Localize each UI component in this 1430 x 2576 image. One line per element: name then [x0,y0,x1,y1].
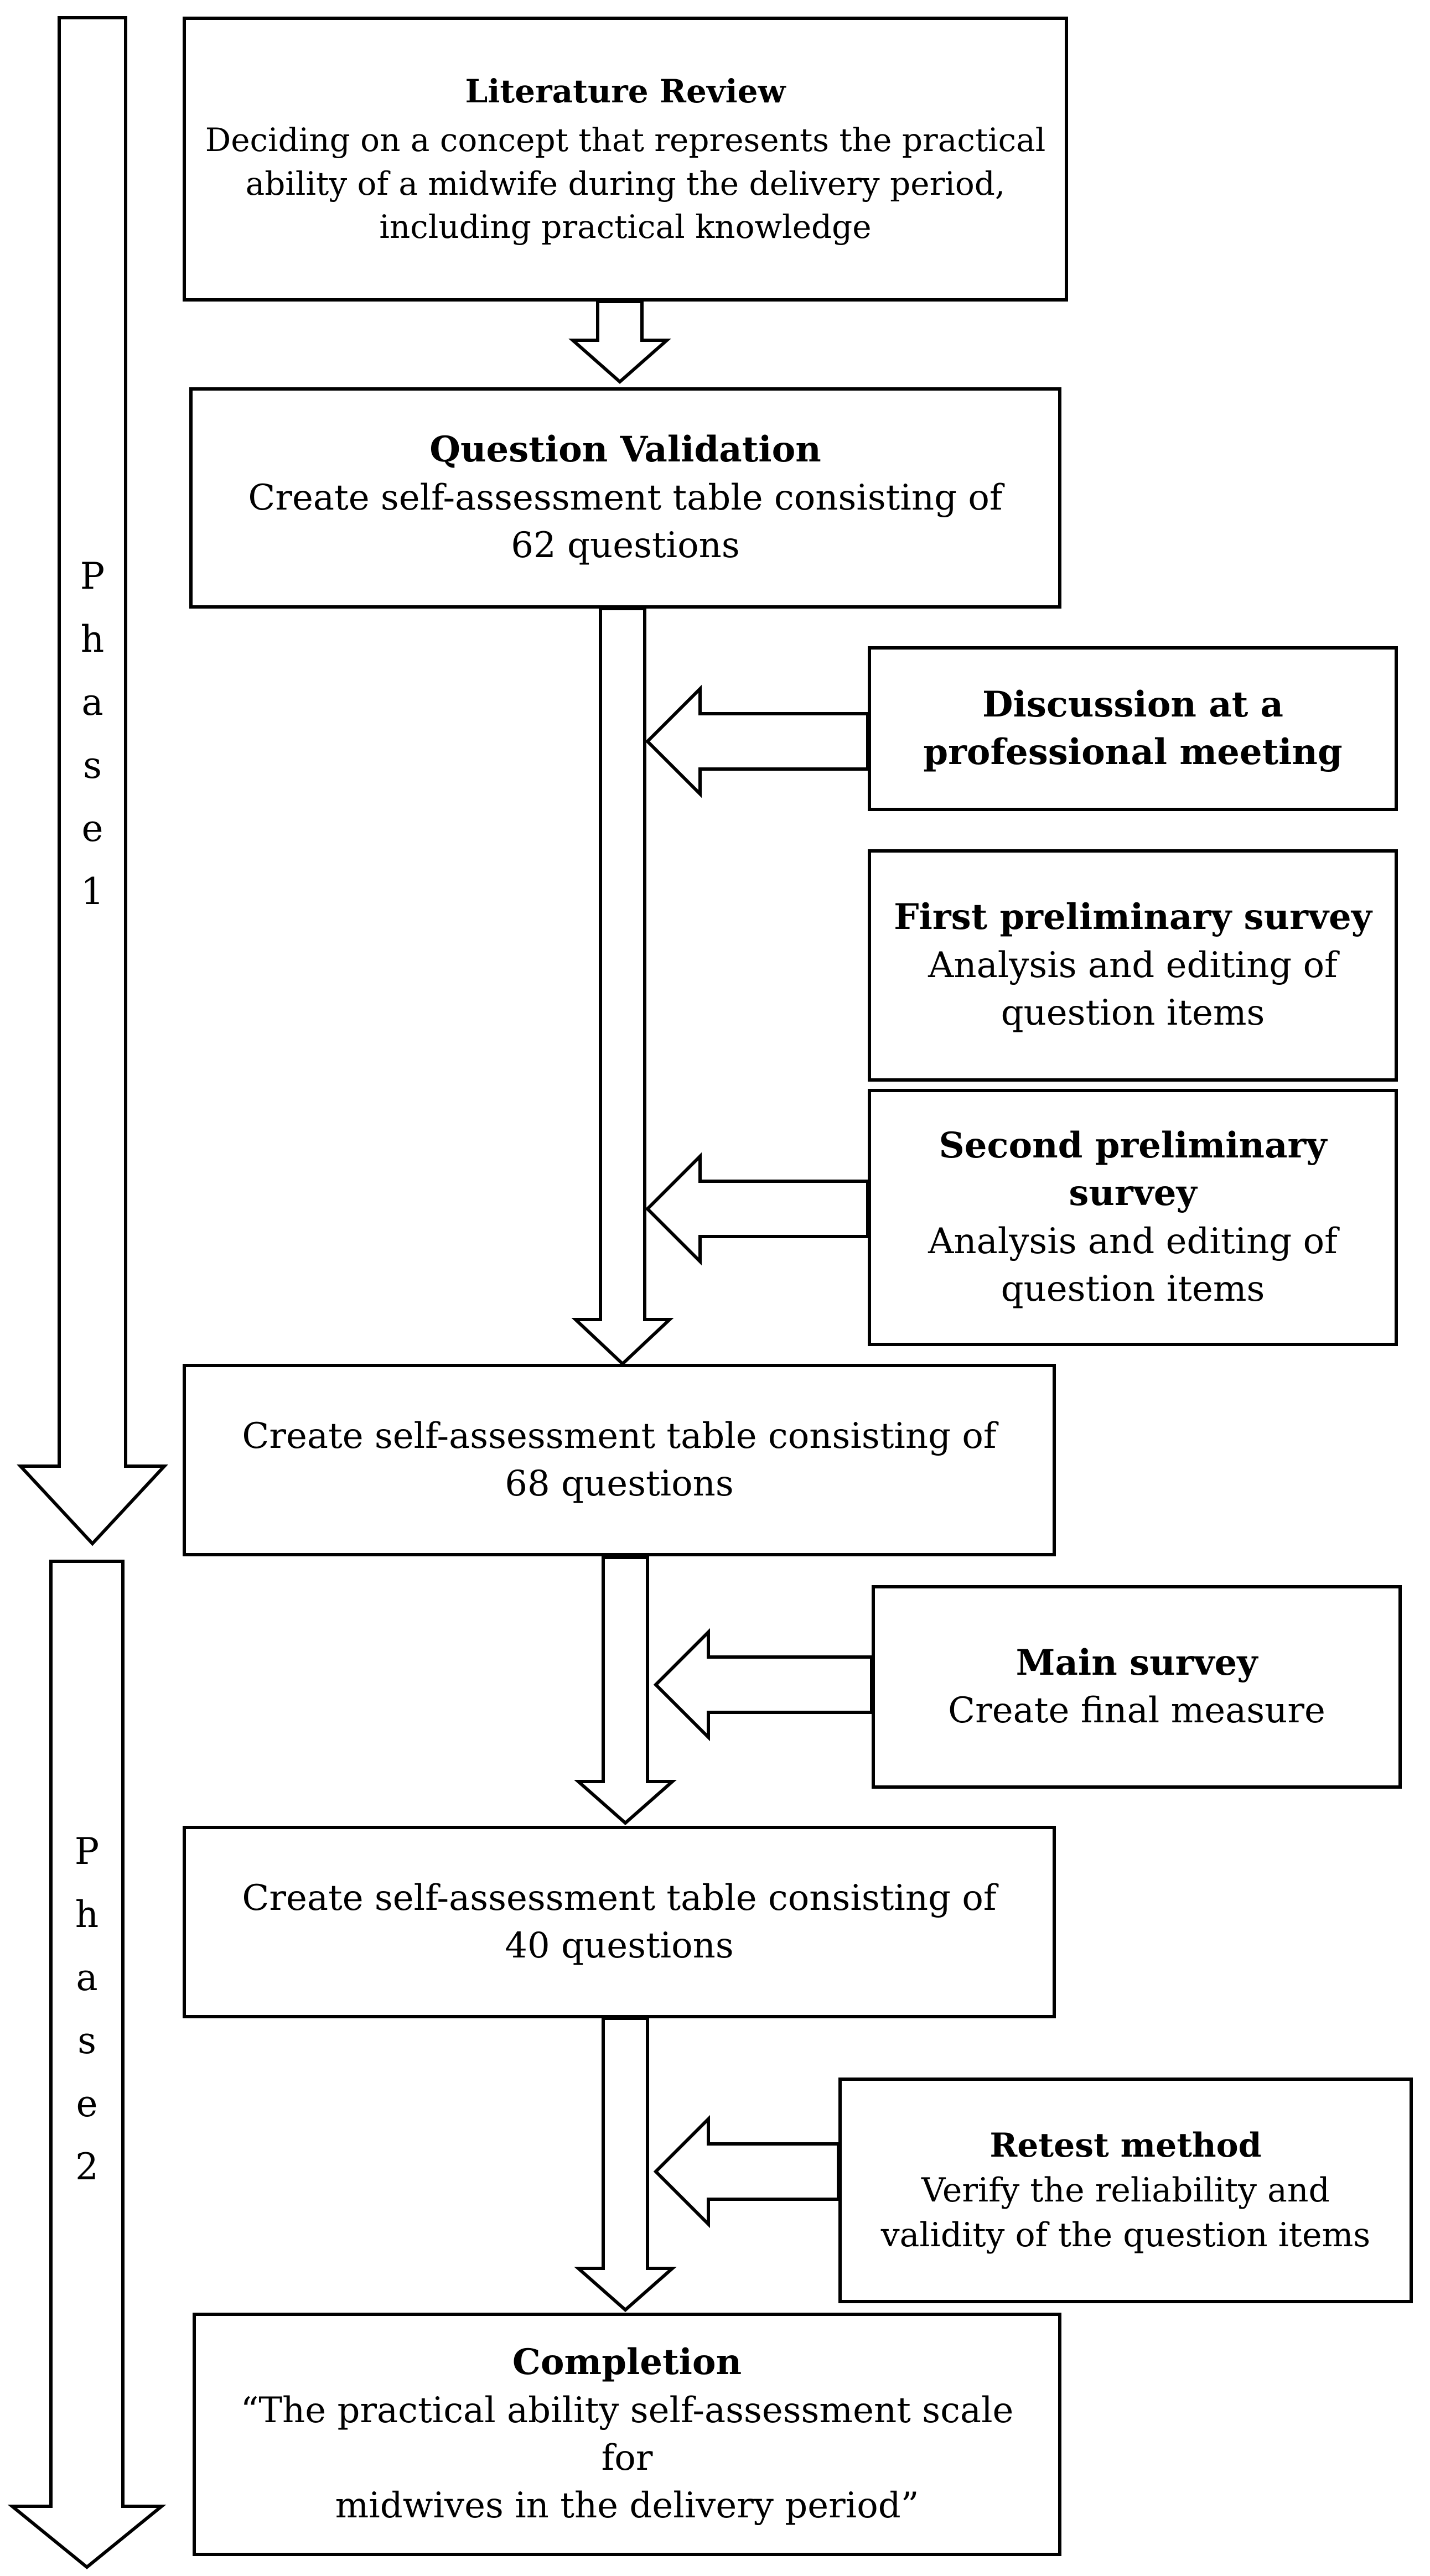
completion-box: Completion “The practical ability self-a… [193,2313,1061,2556]
main-survey-text: Create final measure [948,1690,1325,1731]
arrow-lit-to-validation [568,300,671,385]
phase-2-number: 2 [75,2146,99,2188]
completion-text: “The practical ability self-assessment s… [240,2390,1014,2527]
first-preliminary-title: First preliminary survey [894,896,1372,938]
arrow-validation-to-68 [571,607,674,1367]
second-preliminary-text: Analysis and editing of question items [928,1221,1338,1310]
phase-2-letter: s [77,2019,96,2062]
phase-1-letter: P [80,555,105,598]
arrow-40-to-completion [574,2017,677,2313]
main-survey-title: Main survey [1015,1642,1258,1684]
table-68-text: Create self-assessment table consisting … [242,1415,997,1504]
phase-1-letter: h [80,618,105,661]
completion-title: Completion [512,2341,742,2383]
phase-2-letter: e [76,2082,98,2125]
phase-2-label: P h a s e 2 [54,1820,120,2199]
phase-2-letter: h [75,1893,99,1936]
phase-2-letter: a [76,1956,98,1999]
phase-1-label: P h a s e 1 [59,545,126,923]
phase-1-letter: a [81,681,103,724]
literature-review-text: Deciding on a concept that represents th… [205,121,1046,246]
discussion-box: Discussion at a professional meeting [868,646,1398,811]
phase-1-letter: s [83,744,102,787]
table-40-text: Create self-assessment table consisting … [242,1877,997,1966]
second-preliminary-title: Second preliminary survey [939,1124,1327,1214]
arrow-from-main-survey [653,1628,873,1742]
table-40-box: Create self-assessment table consisting … [183,1826,1056,2018]
first-preliminary-text: Analysis and editing of question items [928,944,1338,1034]
question-validation-box: Question Validation Create self-assessme… [189,387,1061,609]
literature-review-title: Literature Review [465,72,786,110]
discussion-title: Discussion at a professional meeting [923,683,1343,773]
question-validation-text: Create self-assessment table consisting … [248,477,1003,567]
retest-method-box: Retest method Verify the reliability and… [838,2078,1413,2303]
table-68-box: Create self-assessment table consisting … [183,1364,1056,1556]
question-validation-title: Question Validation [429,429,821,471]
arrow-from-second-preliminary [645,1152,869,1266]
retest-method-text: Verify the reliability and validity of t… [880,2170,1371,2255]
second-preliminary-box: Second preliminary survey Analysis and e… [868,1089,1398,1346]
phase-2-arrow [7,1560,167,2569]
arrow-68-to-40 [574,1556,677,1826]
first-preliminary-box: First preliminary survey Analysis and ed… [868,849,1398,1082]
phase-2-letter: P [74,1830,100,1873]
main-survey-box: Main survey Create final measure [872,1585,1402,1789]
phase-1-letter: e [81,807,103,850]
phase-1-arrow [17,16,168,1546]
retest-method-title: Retest method [989,2126,1262,2165]
phase-1-number: 1 [81,870,104,913]
arrow-from-retest [653,2115,840,2229]
arrow-from-discussion [645,684,869,798]
literature-review-box: Literature Review Deciding on a concept … [183,17,1068,302]
